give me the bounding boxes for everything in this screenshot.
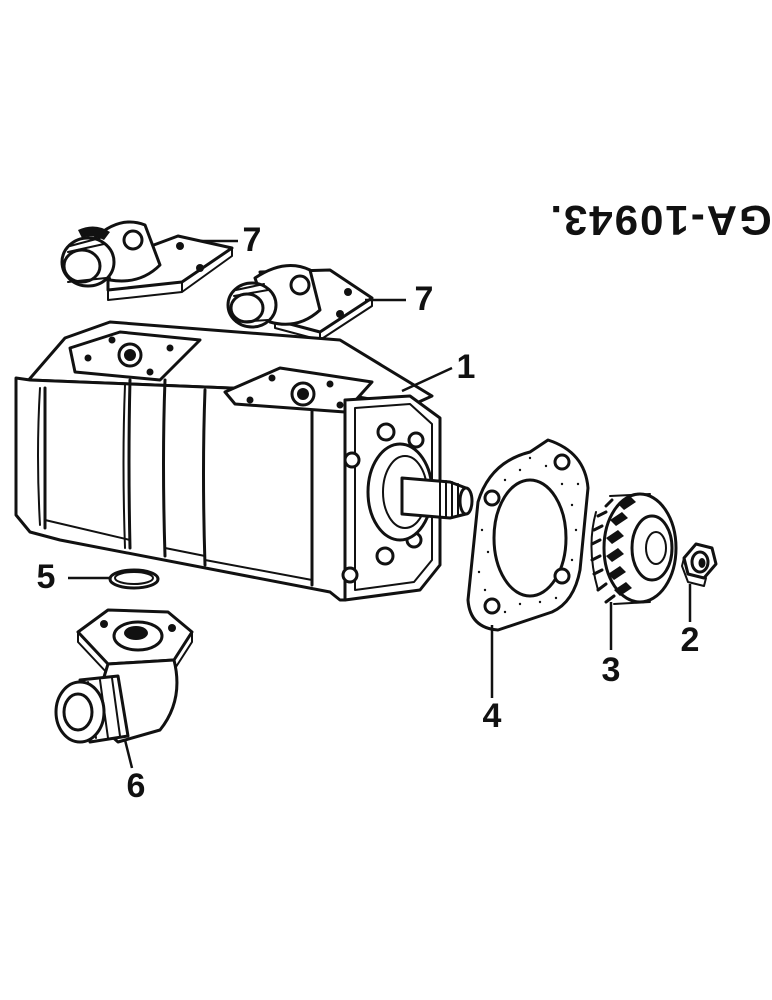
part-7-elbow-fitting-lower — [226, 264, 374, 341]
part-6-elbow-fitting — [54, 608, 194, 744]
drawing-code: GA-10943. — [548, 197, 771, 244]
callout-6: 6 — [127, 767, 146, 805]
callout-7-lower: 7 — [415, 280, 434, 318]
part-4-gasket — [466, 438, 590, 632]
part-2-nut — [681, 542, 718, 587]
callout-5: 5 — [37, 558, 56, 596]
callout-4: 4 — [483, 697, 502, 735]
leader-6 — [123, 739, 134, 769]
part-7-elbow-fitting-upper — [60, 220, 234, 301]
part-3-drive-gear — [590, 492, 678, 605]
part-5-o-ring — [108, 568, 160, 590]
callout-1: 1 — [457, 348, 476, 386]
callout-3: 3 — [602, 651, 621, 689]
callout-2: 2 — [681, 621, 700, 659]
callout-7-upper: 7 — [243, 221, 262, 259]
leader-1 — [401, 366, 453, 393]
part-1-gear-pump — [14, 320, 474, 602]
